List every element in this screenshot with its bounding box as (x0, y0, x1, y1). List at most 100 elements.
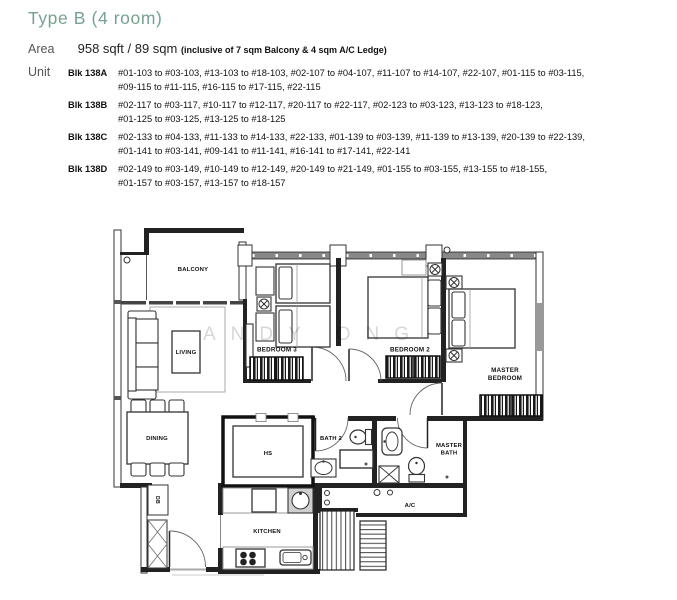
bedroom-3: BEDROOM 3 (249, 263, 331, 381)
blk-138a-units-line2: #09-115 to #11-115, #16-115 to #17-115, … (118, 81, 321, 92)
blk-138c-label: Blk 138C (68, 132, 108, 142)
blk-138c-units-line2: #01-141 to #03-141, #09-141 to #11-141, … (118, 145, 411, 156)
master-bedroom-label-1: MASTER (491, 367, 519, 374)
master-bath: MASTER BATH (378, 427, 463, 484)
blk-138b-units-line2: #01-125 to #03-125, #13-125 to #18-125 (118, 113, 286, 124)
master-bath-label-1: MASTER (436, 443, 463, 449)
doors (168, 346, 443, 568)
unit-row-138d: Blk 138D #02-149 to #03-149, #10-149 to … (68, 163, 585, 190)
balcony: BALCONY (178, 267, 209, 273)
floor-trap (364, 462, 368, 466)
page-title: Type B (4 room) (28, 8, 163, 28)
master-bedroom-label-2: BEDROOM (488, 375, 522, 382)
exterior-walls (113, 228, 544, 488)
dining-chair (149, 462, 166, 477)
db-shaft (147, 484, 169, 516)
kitchen-label: KITCHEN (253, 529, 281, 535)
dining-chair (130, 462, 147, 477)
unit-row-138b: Blk 138B #02-117 to #03-117, #10-117 to … (68, 99, 585, 126)
ac-pipe (324, 499, 330, 506)
basin (314, 461, 333, 475)
dining-chair (168, 399, 185, 414)
dining-chair (149, 399, 166, 414)
bedside-table (255, 266, 275, 296)
hs-label: HS (264, 451, 273, 457)
pillow (451, 319, 466, 347)
sofa-seat (135, 342, 159, 368)
basin (385, 431, 399, 452)
ac-pipe (373, 489, 381, 496)
blk-138c-units: #02-133 to #04-133, #11-133 to #14-133, … (118, 131, 585, 158)
trellis-hatch (359, 520, 387, 571)
ac-ledge: A/C (324, 489, 416, 509)
service-ledges (319, 510, 387, 571)
living-room: LIVING (127, 306, 254, 400)
ac-pipe (387, 489, 393, 496)
blk-138d-label: Blk 138D (68, 164, 108, 174)
floor-trap (445, 475, 449, 479)
faucet (302, 554, 308, 561)
bedroom-2: BEDROOM 2 (367, 259, 443, 379)
dining-area: DINING (126, 399, 189, 477)
db-label: DB (154, 496, 160, 504)
pillow (278, 309, 293, 344)
master-window (536, 303, 543, 351)
balcony-sliding-door (121, 301, 244, 305)
unit-row-138a: Blk 138A #01-103 to #03-103, #13-103 to … (68, 67, 585, 94)
master-bedroom: MASTER BEDROOM (445, 275, 543, 417)
blk-138c-units-line1: #02-133 to #04-133, #11-133 to #14-133, … (118, 132, 585, 142)
ac-pipe (324, 490, 330, 496)
area-row: Area 958 sqft / 89 sqm (inclusive of 7 s… (28, 41, 387, 56)
unit-row-138c: Blk 138C #02-133 to #04-133, #11-133 to … (68, 131, 585, 158)
balcony-label: BALCONY (178, 267, 209, 273)
pillow (427, 279, 442, 307)
pillow (451, 291, 466, 319)
blk-138d-units: #02-149 to #03-149, #10-149 to #12-149, … (118, 163, 547, 190)
toilet (407, 456, 426, 476)
blk-138a-units: #01-103 to #03-103, #13-103 to #18-103, … (118, 67, 584, 94)
blk-138b-label: Blk 138B (68, 100, 108, 110)
blk-138b-units-line1: #02-117 to #03-117, #10-117 to #12-117, … (118, 100, 543, 110)
living-label: LIVING (176, 350, 197, 356)
yard-ledge-hatch (319, 510, 355, 571)
shower-tray (339, 449, 374, 469)
unit-list: Blk 138A #01-103 to #03-103, #13-103 to … (68, 67, 585, 195)
pillow (427, 307, 442, 335)
master-bath-label-2: BATH (441, 451, 458, 457)
sofa-back (127, 317, 137, 392)
sofa-seat (135, 366, 159, 391)
kitchen-sink (279, 549, 312, 566)
household-shelter: HS (221, 413, 315, 488)
pillow (278, 266, 293, 300)
bedside-table (255, 312, 275, 342)
dining-chair (130, 399, 147, 414)
riser-duct (147, 519, 168, 569)
fridge (251, 488, 277, 513)
blk-138b-units: #02-117 to #03-117, #10-117 to #12-117, … (118, 99, 543, 126)
area-note: (inclusive of 7 sqm Balcony & 4 sqm A/C … (180, 45, 387, 55)
area-label: Area (28, 42, 55, 56)
unit-label: Unit (28, 65, 51, 79)
bath2-label: BATH 2 (320, 436, 343, 442)
sofa-seat (135, 318, 159, 344)
toilet-tank (408, 473, 426, 483)
blk-138d-units-line2: #01-157 to #03-157, #13-157 to #18-157 (118, 177, 286, 188)
ac-label: A/C (405, 503, 416, 509)
toilet (349, 429, 367, 445)
blk-138a-units-line1: #01-103 to #03-103, #13-103 to #18-103, … (118, 68, 585, 78)
dining-label: DINING (146, 436, 168, 442)
blk-138a-label: Blk 138A (68, 68, 108, 78)
bath-2: BATH 2 (310, 428, 374, 478)
area-value: 958 sqft / 89 sqm (77, 41, 178, 56)
watermark: ANDY ONG (203, 324, 425, 345)
double-bed (367, 276, 429, 339)
coffee-table (171, 330, 201, 374)
bedroom3-label: BEDROOM 3 (257, 347, 297, 354)
toilet-tank (364, 428, 373, 446)
window-bench (401, 259, 427, 276)
bedroom2-label: BEDROOM 2 (390, 347, 430, 354)
dining-chair (168, 462, 185, 477)
blk-138d-units-line1: #02-149 to #03-149, #10-149 to #12-149, … (118, 164, 548, 174)
